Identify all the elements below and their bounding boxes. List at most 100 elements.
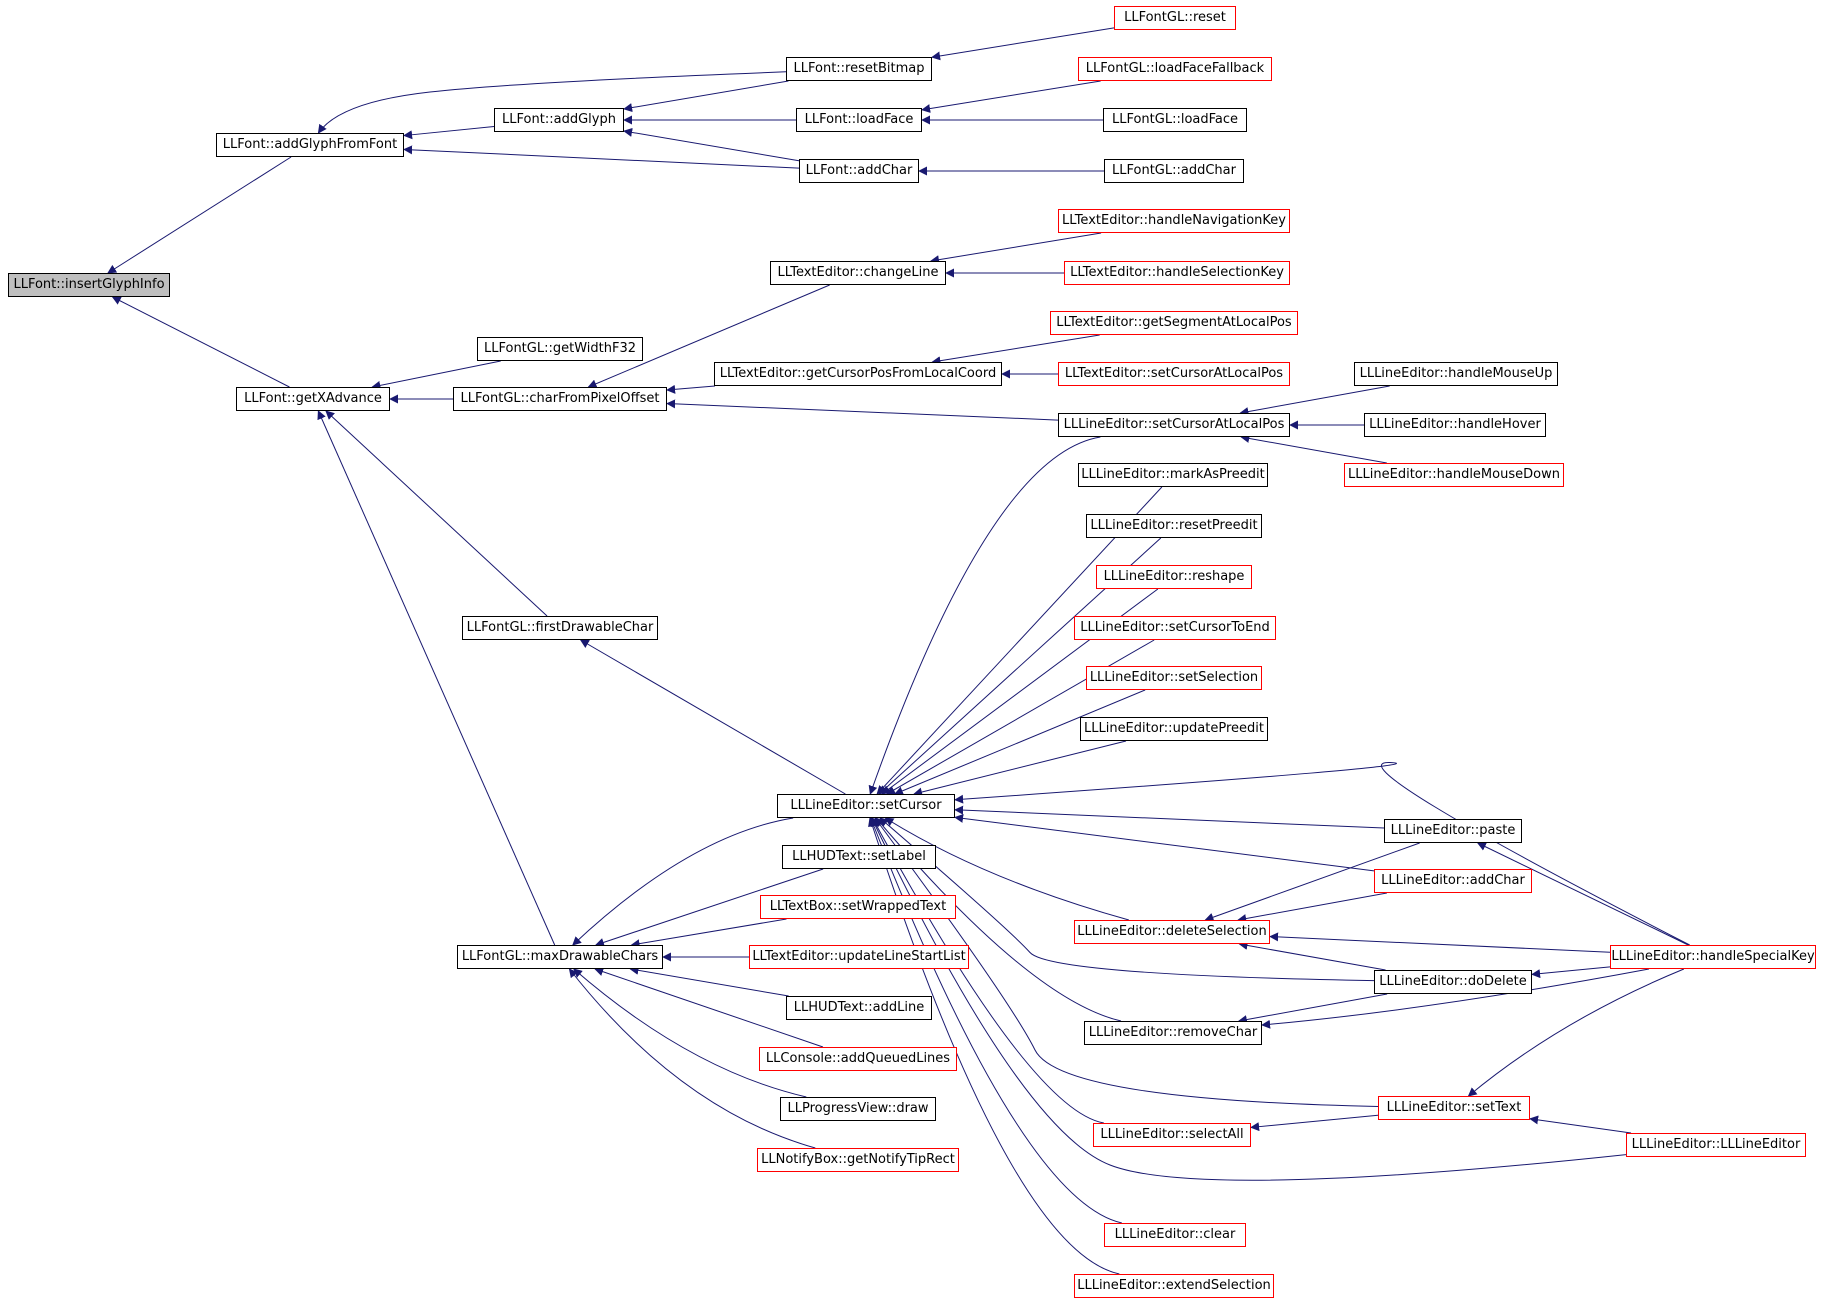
node-insertGlyphInfo[interactable]: LLFont::insertGlyphInfo <box>8 273 170 297</box>
node-maxDrawableChars[interactable]: LLFontGL::maxDrawableChars <box>457 945 663 969</box>
node-setCursor[interactable]: LLLineEditor::setCursor <box>777 794 955 818</box>
node-resetPreedit[interactable]: LLLineEditor::resetPreedit <box>1086 514 1262 538</box>
edge-fontAddChar-to-addGlyph <box>623 127 800 162</box>
node-getSegmentAtLocalPos[interactable]: LLTextEditor::getSegmentAtLocalPos <box>1050 311 1298 335</box>
edge-updatePreedit-to-setCursor <box>913 740 1127 797</box>
edge-handleSpecialKey-to-doDelete <box>1531 966 1611 979</box>
edge-addGlyph-to-addGlyphFromFont <box>403 126 495 140</box>
node-handleMouseUp[interactable]: LLLineEditor::handleMouseUp <box>1354 362 1558 386</box>
node-charFromPixelOffset[interactable]: LLFontGL::charFromPixelOffset <box>453 387 667 411</box>
node-clear[interactable]: LLLineEditor::clear <box>1104 1223 1246 1247</box>
node-getWidthF32[interactable]: LLFontGL::getWidthF32 <box>477 337 643 361</box>
edge-ctor-to-setText <box>1529 1115 1632 1134</box>
edge-getXAdvance-to-insertGlyphInfo <box>111 296 290 388</box>
edge-getSegmentAtLocalPos-to-getCursorPosFromLocalCoord <box>931 334 1100 366</box>
node-setCursorToEnd[interactable]: LLLineEditor::setCursorToEnd <box>1074 616 1276 640</box>
edge-setSelection-to-setCursor <box>894 689 1146 796</box>
node-handleMouseDown[interactable]: LLLineEditor::handleMouseDown <box>1344 463 1564 487</box>
edge-getNotifyTipRect-to-maxDrawableChars <box>568 968 816 1149</box>
node-markAsPreedit[interactable]: LLLineEditor::markAsPreedit <box>1078 463 1268 487</box>
edge-leAddChar-to-setCursor <box>954 813 1375 872</box>
node-setLabel[interactable]: LLHUDText::setLabel <box>782 845 936 869</box>
edge-ctor-to-setCursor <box>871 817 1627 1181</box>
node-doDelete[interactable]: LLLineEditor::doDelete <box>1374 970 1532 994</box>
edge-addLine-to-maxDrawableChars <box>629 965 789 997</box>
node-handleSpecialKey[interactable]: LLLineEditor::handleSpecialKey <box>1610 945 1816 969</box>
edge-doDelete-to-removeChar <box>1237 993 1388 1024</box>
node-removeChar[interactable]: LLLineEditor::removeChar <box>1084 1021 1262 1045</box>
node-fontAddChar[interactable]: LLFont::addChar <box>799 159 919 183</box>
node-handleHover[interactable]: LLLineEditor::handleHover <box>1364 413 1546 437</box>
edge-markAsPreedit-to-setCursor <box>876 486 1163 795</box>
node-getXAdvance[interactable]: LLFont::getXAdvance <box>236 387 390 411</box>
edge-changeLine-to-charFromPixelOffset <box>587 284 830 388</box>
node-addLine[interactable]: LLHUDText::addLine <box>786 996 932 1020</box>
edge-handleNavigationKey-to-changeLine <box>930 232 1102 265</box>
edge-setCursor-to-maxDrawableChars <box>572 817 794 946</box>
node-leAddChar[interactable]: LLLineEditor::addChar <box>1374 869 1532 893</box>
edge-getCursorPosFromLocalCoord-to-charFromPixelOffset <box>666 384 716 394</box>
node-leSetCursorAtLocalPos[interactable]: LLLineEditor::setCursorAtLocalPos <box>1058 413 1290 437</box>
node-paste[interactable]: LLLineEditor::paste <box>1384 819 1522 843</box>
edge-handleSpecialKey-to-setCursor <box>954 761 1690 946</box>
edge-paste-to-deleteSelection <box>1204 842 1420 922</box>
node-loadFace[interactable]: LLFont::loadFace <box>796 108 922 132</box>
edge-maxDrawableChars-to-getXAdvance <box>317 410 556 946</box>
edge-setText-to-setCursor <box>874 817 1379 1107</box>
edge-firstDrawableChar-to-getXAdvance <box>325 410 548 617</box>
node-setText[interactable]: LLLineEditor::setText <box>1378 1096 1530 1120</box>
node-getNotifyTipRect[interactable]: LLNotifyBox::getNotifyTipRect <box>757 1148 959 1172</box>
node-changeLine[interactable]: LLTextEditor::changeLine <box>770 261 946 285</box>
edge-handleMouseUp-to-leSetCursorAtLocalPos <box>1239 385 1390 416</box>
node-progressDraw[interactable]: LLProgressView::draw <box>780 1097 936 1121</box>
edge-handleSpecialKey-to-paste <box>1476 842 1689 946</box>
node-setSelection[interactable]: LLLineEditor::setSelection <box>1086 666 1262 690</box>
node-setWrappedText[interactable]: LLTextBox::setWrappedText <box>760 895 956 919</box>
edge-leSetCursorAtLocalPos-to-setCursor <box>868 436 1101 795</box>
edge-glLoadFaceFallback-to-loadFace <box>921 80 1101 113</box>
node-deleteSelection[interactable]: LLLineEditor::deleteSelection <box>1074 920 1270 944</box>
edge-progressDraw-to-maxDrawableChars <box>573 968 807 1098</box>
node-firstDrawableChar[interactable]: LLFontGL::firstDrawableChar <box>462 616 658 640</box>
node-addQueuedLines[interactable]: LLConsole::addQueuedLines <box>759 1047 957 1071</box>
edge-fontAddChar-to-addGlyphFromFont <box>403 145 800 169</box>
node-handleNavigationKey[interactable]: LLTextEditor::handleNavigationKey <box>1058 209 1290 233</box>
edge-handleSpecialKey-to-setText <box>1467 968 1685 1097</box>
edge-setText-to-selectAll <box>1250 1114 1379 1132</box>
edge-setCursorToEnd-to-setCursor <box>886 639 1155 795</box>
edge-extendSelection-to-setCursor <box>868 817 1120 1275</box>
node-getCursorPosFromLocalCoord[interactable]: LLTextEditor::getCursorPosFromLocalCoord <box>714 362 1002 386</box>
edge-leAddChar-to-deleteSelection <box>1237 892 1387 923</box>
edge-deleteSelection-to-setCursor <box>884 817 1129 921</box>
edge-paste-to-setCursor <box>954 805 1385 829</box>
edge-doDelete-to-deleteSelection <box>1238 940 1386 971</box>
edge-setCursor-to-firstDrawableChar <box>579 639 846 795</box>
node-extendSelection[interactable]: LLLineEditor::extendSelection <box>1074 1274 1274 1298</box>
edge-addGlyphFromFont-to-insertGlyphInfo <box>107 156 292 274</box>
node-updateLineStartList[interactable]: LLTextEditor::updateLineStartList <box>749 945 969 969</box>
node-updatePreedit[interactable]: LLLineEditor::updatePreedit <box>1080 717 1268 741</box>
edge-handleMouseDown-to-leSetCursorAtLocalPos <box>1240 433 1387 464</box>
node-selectAll[interactable]: LLLineEditor::selectAll <box>1093 1123 1251 1147</box>
edge-resetBitmap-to-addGlyphFromFont <box>317 71 787 134</box>
node-glReset[interactable]: LLFontGL::reset <box>1114 6 1236 30</box>
edge-addQueuedLines-to-maxDrawableChars <box>594 967 824 1048</box>
edge-resetBitmap-to-addGlyph <box>623 80 789 113</box>
edge-handleSpecialKey-to-removeChar <box>1261 968 1650 1029</box>
edge-leSetCursorAtLocalPos-to-charFromPixelOffset <box>666 399 1059 421</box>
node-reshape[interactable]: LLLineEditor::reshape <box>1096 565 1252 589</box>
edge-setLabel-to-maxDrawableChars <box>595 868 824 947</box>
node-glLoadFace[interactable]: LLFontGL::loadFace <box>1103 108 1247 132</box>
node-resetBitmap[interactable]: LLFont::resetBitmap <box>786 57 932 81</box>
node-teSetCursorAtLocalPos[interactable]: LLTextEditor::setCursorAtLocalPos <box>1058 362 1290 386</box>
edge-setWrappedText-to-maxDrawableChars <box>630 918 787 949</box>
node-handleSelectionKey[interactable]: LLTextEditor::handleSelectionKey <box>1064 261 1290 285</box>
node-addGlyph[interactable]: LLFont::addGlyph <box>494 108 624 132</box>
node-glLoadFaceFallback[interactable]: LLFontGL::loadFaceFallback <box>1078 57 1272 81</box>
edge-glReset-to-resetBitmap <box>931 27 1115 61</box>
node-addGlyphFromFont[interactable]: LLFont::addGlyphFromFont <box>216 133 404 157</box>
node-ctor[interactable]: LLLineEditor::LLLineEditor <box>1626 1133 1806 1157</box>
node-glAddChar[interactable]: LLFontGL::addChar <box>1104 159 1244 183</box>
